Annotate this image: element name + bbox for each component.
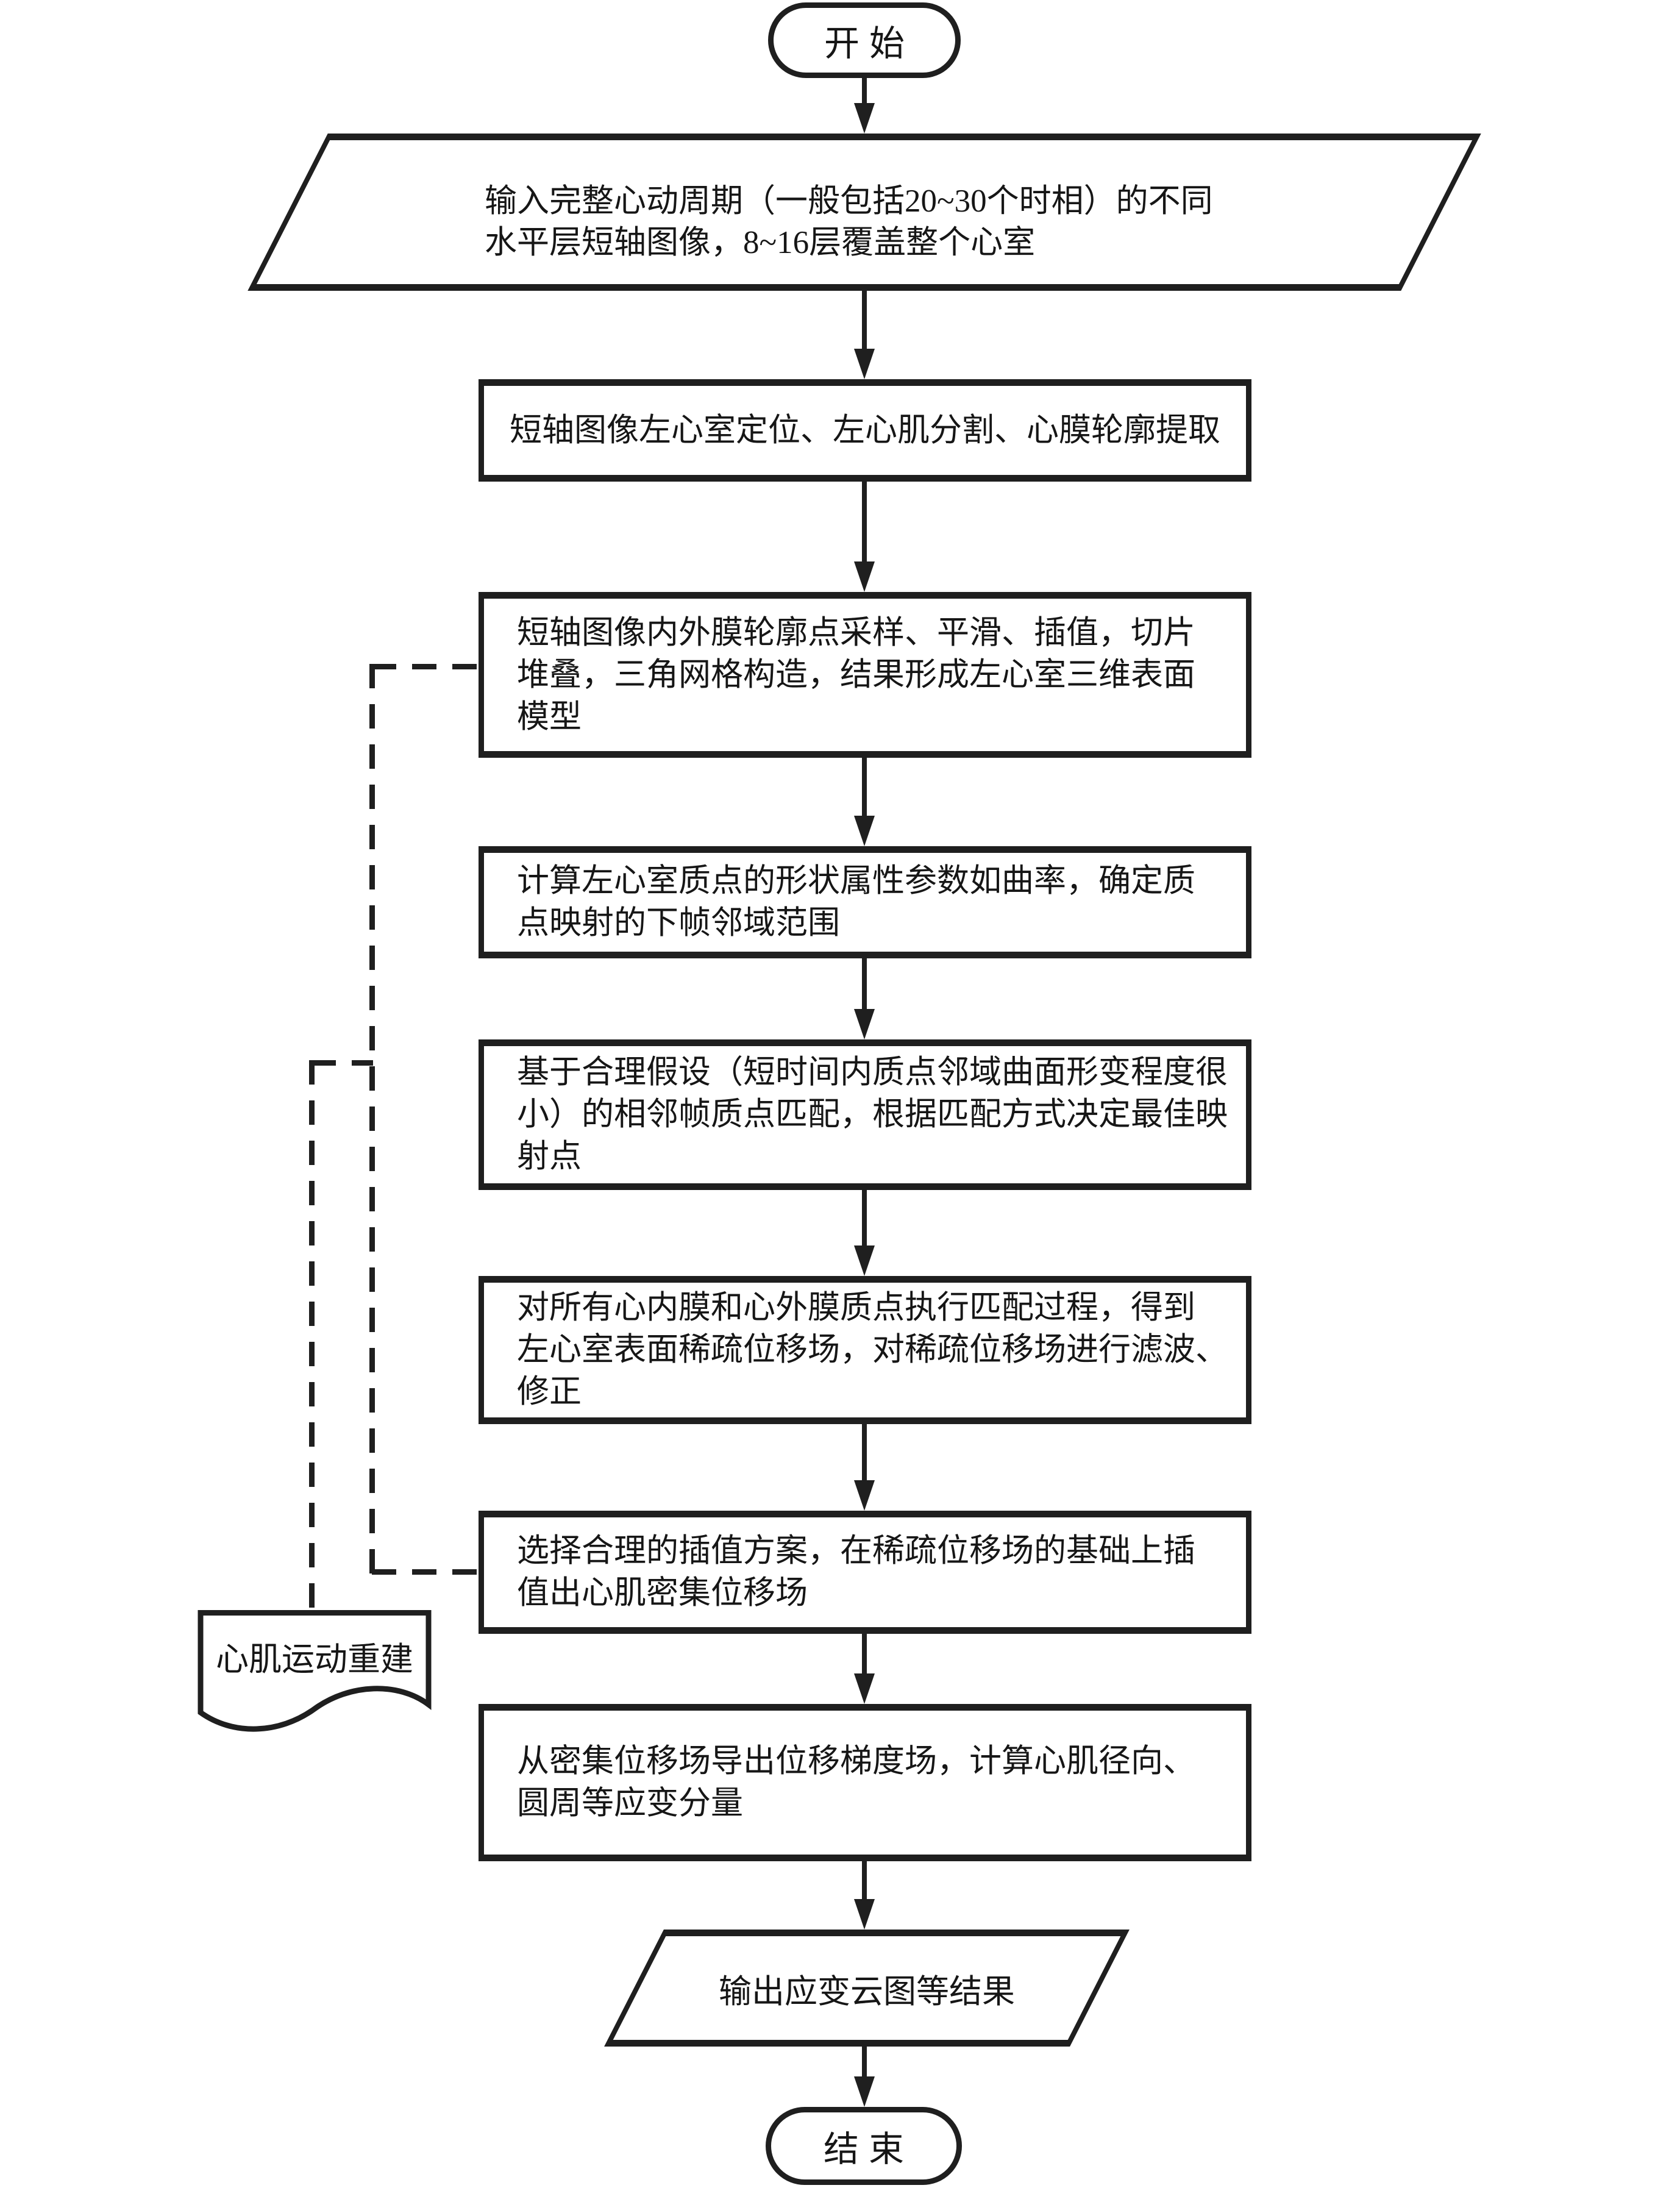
node-step7: 从密集位移场导出位移梯度场，计算心肌径向、 圆周等应变分量 [479,1704,1251,1861]
dashed-rail-vertical [369,664,375,1575]
node-text-line: 模型 [517,699,582,735]
dashed-connector-step6 [372,1569,480,1575]
flow-line-8 [862,1634,867,1677]
arrow-head-2 [854,349,875,379]
node-text-line: 短轴图像左心室定位、左心肌分割、心膜轮廓提取 [510,412,1220,448]
node-text-line: 射点 [517,1139,582,1174]
flow-line-6 [862,1190,867,1249]
node-step6: 选择合理的插值方案，在稀疏位移场的基础上插 值出心肌密集位移场 [479,1511,1251,1634]
arrow-head-9 [854,1899,875,1930]
note-document-shape [198,1610,432,1732]
flow-line-7 [862,1424,867,1483]
node-step1: 短轴图像左心室定位、左心肌分割、心膜轮廓提取 [479,379,1251,482]
node-start-label: 开始 [824,24,914,63]
arrow-head-6 [854,1245,875,1276]
node-text-line: 堆叠，三角网格构造，结果形成左心室三维表面 [517,657,1195,693]
node-end-label: 结束 [823,2129,914,2169]
arrow-head-1 [854,103,875,134]
arrow-head-4 [854,816,875,846]
node-text-line: 值出心肌密集位移场 [517,1575,808,1611]
arrow-head-3 [854,561,875,592]
node-text-line: 计算左心室质点的形状属性参数如曲率，确定质 [517,863,1195,899]
node-text-line: 从密集位移场导出位移梯度场，计算心肌径向、 [517,1744,1195,1779]
node-end: 结束 [766,2107,962,2185]
node-step5: 对所有心内膜和心外膜质点执行匹配过程，得到 左心室表面稀疏位移场，对稀疏位移场进… [479,1276,1251,1424]
dashed-branch-horizontal [311,1060,373,1066]
dashed-connector-step2 [372,664,480,669]
node-text-line: 点映射的下帧邻域范围 [517,905,840,941]
arrow-head-7 [854,1480,875,1511]
node-text-line: 修正 [517,1374,582,1409]
node-text-line: 输入完整心动周期（一般包括20~30个时相）的不同 [485,184,1213,219]
node-output-label: 输出应变云图等结果 [719,1973,1015,2010]
flow-line-9 [862,1861,867,1902]
arrow-head-5 [854,1009,875,1039]
node-text-line: 小）的相邻帧质点匹配，根据匹配方式决定最佳映 [517,1097,1228,1132]
node-text-line: 基于合理假设（短时间内质点邻域曲面形变程度很 [517,1055,1228,1090]
flow-line-10 [862,2047,867,2079]
node-step4: 基于合理假设（短时间内质点邻域曲面形变程度很 小）的相邻帧质点匹配，根据匹配方式… [479,1039,1251,1190]
dashed-branch-to-note [309,1060,315,1613]
flow-line-5 [862,958,867,1012]
flow-line-3 [862,482,867,565]
arrow-head-8 [854,1673,875,1704]
node-start: 开始 [768,2,961,78]
node-step2: 短轴图像内外膜轮廓点采样、平滑、插值，切片 堆叠，三角网格构造，结果形成左心室三… [479,592,1251,758]
node-text-line: 选择合理的插值方案，在稀疏位移场的基础上插 [517,1533,1195,1569]
note-document-label: 心肌运动重建 [216,1641,413,1678]
node-text-line: 短轴图像内外膜轮廓点采样、平滑、插值，切片 [517,615,1195,650]
node-text-line: 对所有心内膜和心外膜质点执行匹配过程，得到 [517,1290,1195,1325]
arrow-head-10 [854,2076,875,2107]
node-input-text: 输入完整心动周期（一般包括20~30个时相）的不同 水平层短轴图像，8~16层覆… [485,180,1213,263]
flow-line-1 [862,78,867,106]
node-text-line: 圆周等应变分量 [517,1786,743,1821]
flow-line-2 [862,291,867,352]
node-text-line: 水平层短轴图像，8~16层覆盖整个心室 [485,225,1036,260]
flow-line-4 [862,758,867,819]
node-text-line: 左心室表面稀疏位移场，对稀疏位移场进行滤波、 [517,1332,1228,1367]
node-step3: 计算左心室质点的形状属性参数如曲率，确定质 点映射的下帧邻域范围 [479,846,1251,958]
